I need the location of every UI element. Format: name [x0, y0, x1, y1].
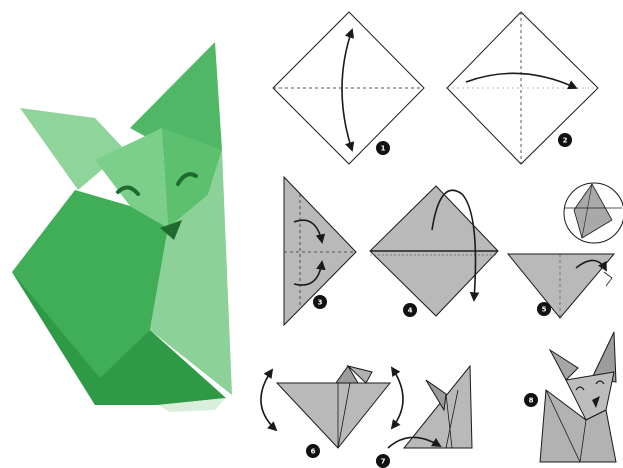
paper-body — [277, 383, 390, 448]
step-number: 6 — [311, 448, 316, 456]
paper-ear — [426, 380, 446, 410]
step-number: 7 — [381, 458, 386, 466]
step-4: 4 — [370, 186, 498, 317]
step-6: 6 — [261, 366, 403, 458]
step-number: 8 — [529, 397, 534, 405]
fox-ear — [550, 350, 578, 380]
paper-body — [404, 366, 472, 448]
step-number: 3 — [318, 299, 323, 307]
fold-arrow — [261, 370, 276, 430]
step-2: 2 — [447, 12, 598, 164]
step-number: 2 — [563, 137, 568, 145]
finished-fox-photo — [12, 42, 232, 412]
step-8: 8 — [524, 332, 616, 462]
ear-flap — [604, 272, 612, 286]
step-number: 5 — [542, 306, 547, 314]
paper-triangle — [508, 254, 614, 318]
step-1: 1 — [273, 12, 424, 164]
fold-arrow — [392, 368, 403, 428]
step-3: 3 — [284, 177, 356, 325]
step-7: 7 — [376, 366, 472, 468]
step-5: 5 — [508, 183, 623, 318]
step-number: 4 — [408, 307, 413, 315]
step-number: 1 — [381, 145, 386, 153]
